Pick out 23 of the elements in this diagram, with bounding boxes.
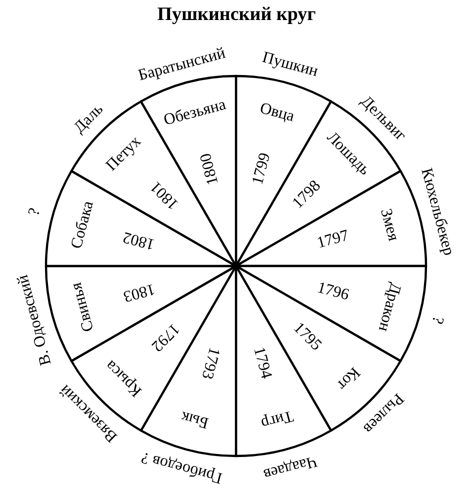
animal-name: Змея (376, 207, 401, 243)
year-label: 1797 (315, 228, 350, 252)
year-label: 1803 (122, 280, 157, 304)
year-label: 1800 (198, 152, 222, 187)
year-label: 1794 (250, 345, 274, 380)
year-label: 1802 (122, 228, 157, 252)
animal-name: Свинья (69, 280, 98, 334)
animal-name: Овца (258, 101, 296, 126)
person-name: ? (428, 314, 446, 326)
person-name: Пушкин (260, 50, 320, 80)
animal-name: Обезьяна (162, 97, 228, 130)
title: Пушкинский круг (156, 4, 317, 26)
animal-name: Дракон (374, 280, 403, 333)
person-name: Чаадаев (261, 452, 318, 482)
year-label: 1793 (198, 345, 222, 380)
animal-name: Собака (69, 200, 98, 251)
year-label: 1795 (290, 320, 324, 354)
animal-name: Бык (180, 407, 211, 430)
year-label: 1799 (250, 152, 274, 187)
animal-name: Кот (333, 363, 362, 392)
year-label: 1796 (315, 280, 350, 304)
animal-name: Тигр (259, 406, 295, 431)
person-name: ? (26, 206, 44, 218)
